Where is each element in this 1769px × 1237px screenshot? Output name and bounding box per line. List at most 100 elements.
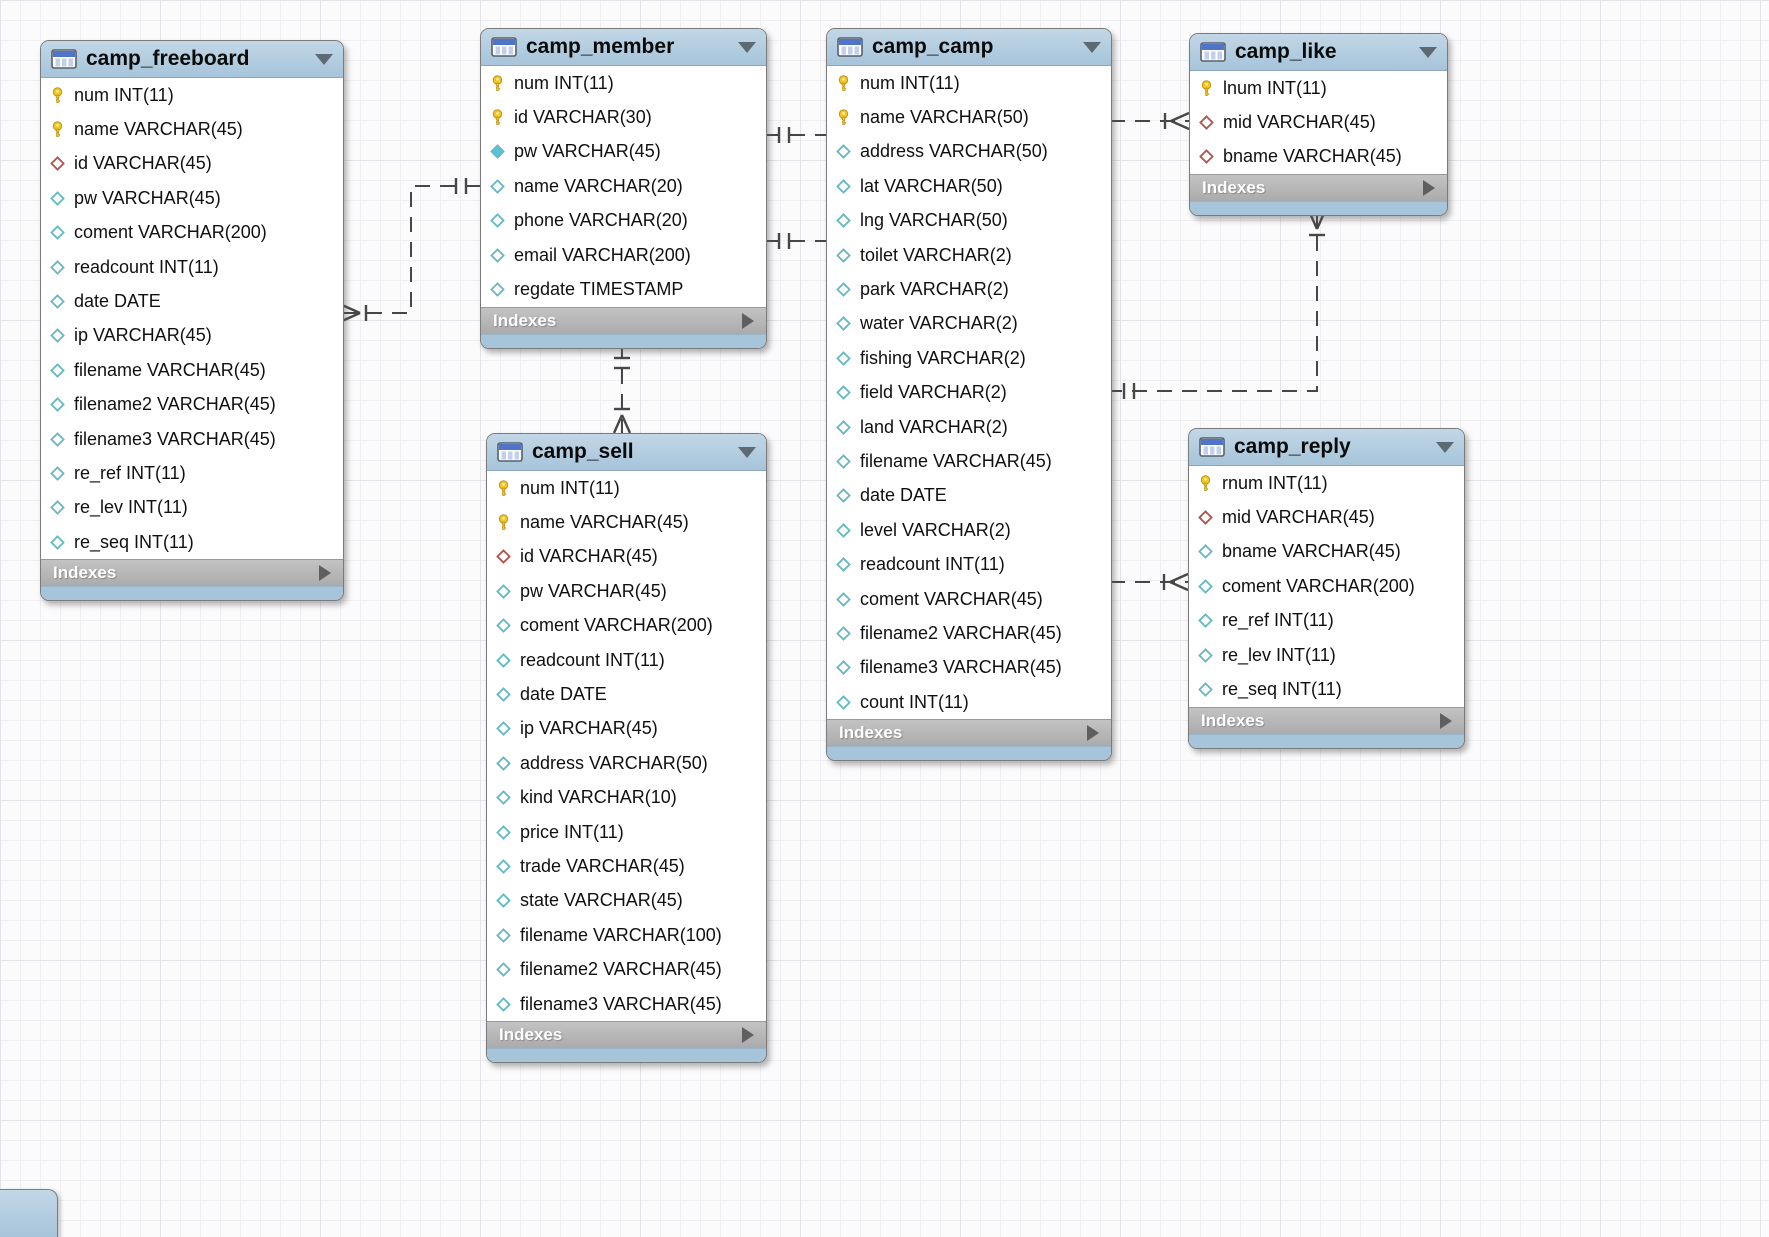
table-header[interactable]: camp_sell (487, 434, 766, 471)
column-row-readcount[interactable]: readcount INT(11) (41, 250, 343, 284)
column-row-coment[interactable]: coment VARCHAR(200) (41, 216, 343, 250)
column-row-name[interactable]: name VARCHAR(45) (41, 112, 343, 146)
column-row-park[interactable]: park VARCHAR(2) (827, 272, 1111, 306)
column-row-coment[interactable]: coment VARCHAR(200) (487, 609, 766, 643)
column-row-num[interactable]: num INT(11) (41, 78, 343, 112)
offscreen-table-corner[interactable] (0, 1189, 58, 1237)
column-row-lng[interactable]: lng VARCHAR(50) (827, 204, 1111, 238)
column-row-address[interactable]: address VARCHAR(50) (827, 135, 1111, 169)
column-row-lat[interactable]: lat VARCHAR(50) (827, 169, 1111, 203)
collapse-arrow-icon[interactable] (738, 41, 756, 53)
column-row-ip[interactable]: ip VARCHAR(45) (487, 712, 766, 746)
column-row-kind[interactable]: kind VARCHAR(10) (487, 781, 766, 815)
expand-arrow-icon[interactable] (319, 565, 331, 582)
column-row-phone[interactable]: phone VARCHAR(20) (481, 204, 766, 238)
table-camp_freeboard[interactable]: camp_freeboard num INT(11)name VARCHAR(4… (40, 40, 344, 602)
column-row-date[interactable]: date DATE (41, 284, 343, 318)
column-row-filename2[interactable]: filename2 VARCHAR(45) (41, 388, 343, 422)
expand-arrow-icon[interactable] (742, 1027, 754, 1044)
column-row-regdate[interactable]: regdate TIMESTAMP (481, 272, 766, 306)
column-row-name[interactable]: name VARCHAR(20) (481, 169, 766, 203)
column-row-email[interactable]: email VARCHAR(200) (481, 238, 766, 272)
table-camp_sell[interactable]: camp_sell num INT(11)name VARCHAR(45)id … (486, 433, 767, 1064)
column-row-date[interactable]: date DATE (487, 677, 766, 711)
table-header[interactable]: camp_camp (827, 29, 1111, 66)
expand-arrow-icon[interactable] (1087, 725, 1099, 742)
column-row-re_lev[interactable]: re_lev INT(11) (41, 491, 343, 525)
column-row-price[interactable]: price INT(11) (487, 815, 766, 849)
collapse-arrow-icon[interactable] (1436, 441, 1454, 453)
collapse-arrow-icon[interactable] (1419, 46, 1437, 58)
table-header[interactable]: camp_like (1190, 34, 1447, 71)
indexes-bar[interactable]: Indexes (487, 1021, 766, 1049)
column-row-readcount[interactable]: readcount INT(11) (487, 643, 766, 677)
collapse-arrow-icon[interactable] (1083, 41, 1101, 53)
column-row-fishing[interactable]: fishing VARCHAR(2) (827, 341, 1111, 375)
column-row-filename3[interactable]: filename3 VARCHAR(45) (41, 422, 343, 456)
table-header[interactable]: camp_member (481, 29, 766, 66)
indexes-bar[interactable]: Indexes (1189, 706, 1464, 734)
column-row-mid[interactable]: mid VARCHAR(45) (1189, 500, 1464, 534)
column-row-date[interactable]: date DATE (827, 479, 1111, 513)
column-row-address[interactable]: address VARCHAR(50) (487, 746, 766, 780)
column-row-field[interactable]: field VARCHAR(2) (827, 376, 1111, 410)
column-row-water[interactable]: water VARCHAR(2) (827, 307, 1111, 341)
column-row-num[interactable]: num INT(11) (827, 66, 1111, 100)
column-row-land[interactable]: land VARCHAR(2) (827, 410, 1111, 444)
column-row-num[interactable]: num INT(11) (481, 66, 766, 100)
indexes-bar[interactable]: Indexes (1190, 174, 1447, 202)
column-row-filename[interactable]: filename VARCHAR(45) (41, 353, 343, 387)
collapse-arrow-icon[interactable] (738, 446, 756, 458)
column-row-id[interactable]: id VARCHAR(45) (487, 540, 766, 574)
relationship-camp_member-camp_camp-1[interactable] (765, 127, 826, 143)
relationship-camp_camp-camp_like-bottom[interactable] (1110, 210, 1327, 399)
column-row-filename[interactable]: filename VARCHAR(45) (827, 444, 1111, 478)
column-row-filename2[interactable]: filename2 VARCHAR(45) (487, 952, 766, 986)
column-row-name[interactable]: name VARCHAR(45) (487, 505, 766, 539)
column-row-id[interactable]: id VARCHAR(45) (41, 147, 343, 181)
column-row-re_ref[interactable]: re_ref INT(11) (1189, 604, 1464, 638)
table-camp_reply[interactable]: camp_reply rnum INT(11)mid VARCHAR(45)bn… (1188, 428, 1465, 749)
column-row-ip[interactable]: ip VARCHAR(45) (41, 319, 343, 353)
column-row-pw[interactable]: pw VARCHAR(45) (41, 181, 343, 215)
relationship-camp_member-camp_sell[interactable] (612, 344, 632, 434)
relationship-camp_camp-camp_like-side[interactable] (1110, 111, 1190, 131)
table-header[interactable]: camp_freeboard (41, 41, 343, 78)
relationship-camp_member-camp_freeboard[interactable] (341, 178, 480, 323)
table-camp_member[interactable]: camp_member num INT(11)id VARCHAR(30)pw … (480, 28, 767, 349)
indexes-bar[interactable]: Indexes (827, 719, 1111, 747)
column-row-toilet[interactable]: toilet VARCHAR(2) (827, 238, 1111, 272)
relationship-camp_member-camp_camp-2[interactable] (765, 233, 826, 249)
column-row-re_lev[interactable]: re_lev INT(11) (1189, 638, 1464, 672)
relationship-camp_camp-camp_reply[interactable] (1110, 572, 1189, 592)
indexes-bar[interactable]: Indexes (41, 559, 343, 587)
column-row-state[interactable]: state VARCHAR(45) (487, 884, 766, 918)
column-row-rnum[interactable]: rnum INT(11) (1189, 466, 1464, 500)
expand-arrow-icon[interactable] (1440, 712, 1452, 729)
column-row-coment[interactable]: coment VARCHAR(45) (827, 582, 1111, 616)
column-row-readcount[interactable]: readcount INT(11) (827, 547, 1111, 581)
column-row-pw[interactable]: pw VARCHAR(45) (487, 574, 766, 608)
table-camp_like[interactable]: camp_like lnum INT(11)mid VARCHAR(45)bna… (1189, 33, 1448, 217)
column-row-count[interactable]: count INT(11) (827, 685, 1111, 719)
column-row-pw[interactable]: pw VARCHAR(45) (481, 135, 766, 169)
column-row-filename2[interactable]: filename2 VARCHAR(45) (827, 616, 1111, 650)
column-row-level[interactable]: level VARCHAR(2) (827, 513, 1111, 547)
expand-arrow-icon[interactable] (1423, 180, 1435, 197)
column-row-filename3[interactable]: filename3 VARCHAR(45) (827, 651, 1111, 685)
column-row-coment[interactable]: coment VARCHAR(200) (1189, 569, 1464, 603)
column-row-num[interactable]: num INT(11) (487, 471, 766, 505)
expand-arrow-icon[interactable] (742, 312, 754, 329)
column-row-re_ref[interactable]: re_ref INT(11) (41, 456, 343, 490)
column-row-lnum[interactable]: lnum INT(11) (1190, 71, 1447, 105)
indexes-bar[interactable]: Indexes (481, 306, 766, 334)
column-row-filename[interactable]: filename VARCHAR(100) (487, 918, 766, 952)
table-header[interactable]: camp_reply (1189, 429, 1464, 466)
column-row-re_seq[interactable]: re_seq INT(11) (1189, 672, 1464, 706)
column-row-bname[interactable]: bname VARCHAR(45) (1190, 140, 1447, 174)
column-row-trade[interactable]: trade VARCHAR(45) (487, 849, 766, 883)
column-row-filename3[interactable]: filename3 VARCHAR(45) (487, 987, 766, 1021)
table-camp_camp[interactable]: camp_camp num INT(11)name VARCHAR(50)add… (826, 28, 1112, 762)
column-row-id[interactable]: id VARCHAR(30) (481, 100, 766, 134)
column-row-bname[interactable]: bname VARCHAR(45) (1189, 535, 1464, 569)
